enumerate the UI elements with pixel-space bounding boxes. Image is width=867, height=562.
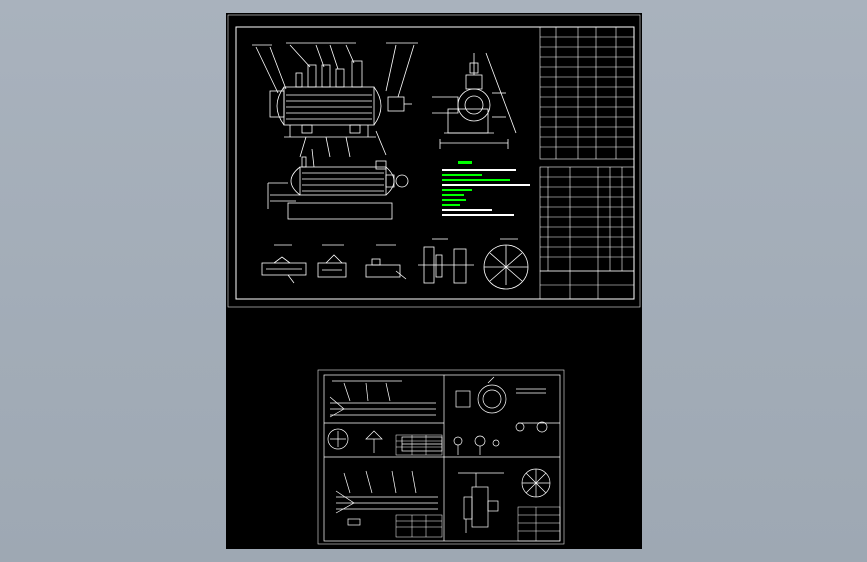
tube-bundle-2 (335, 470, 438, 526)
sheet2-outer-border (317, 369, 565, 545)
sheet2-tables (395, 434, 561, 542)
detail-a (261, 244, 307, 284)
cad-sheets (227, 14, 641, 545)
technical-notes (442, 161, 530, 216)
detail-e-flange (483, 238, 529, 290)
sheet2-inner-frame (323, 374, 561, 542)
flange-circle (521, 468, 551, 498)
vessel-side-view (432, 52, 517, 149)
detail-b (317, 244, 347, 278)
tube-bundle-1 (329, 380, 436, 418)
sheet-main-assembly (227, 14, 641, 308)
detail-d (418, 238, 474, 284)
right-tables (539, 26, 635, 300)
nozzle-assembly (458, 472, 504, 533)
detail-c (365, 244, 407, 280)
small-parts (327, 421, 548, 455)
sheet-part-details (317, 369, 565, 545)
tubesheet-top (455, 376, 546, 414)
sheet1-inner-frame (235, 26, 635, 300)
vessel-front-view (252, 42, 418, 158)
vessel-top-view (267, 148, 409, 220)
detail-views (261, 238, 529, 290)
sheet1-outer-border (227, 14, 641, 308)
preview-canvas[interactable] (226, 13, 642, 549)
